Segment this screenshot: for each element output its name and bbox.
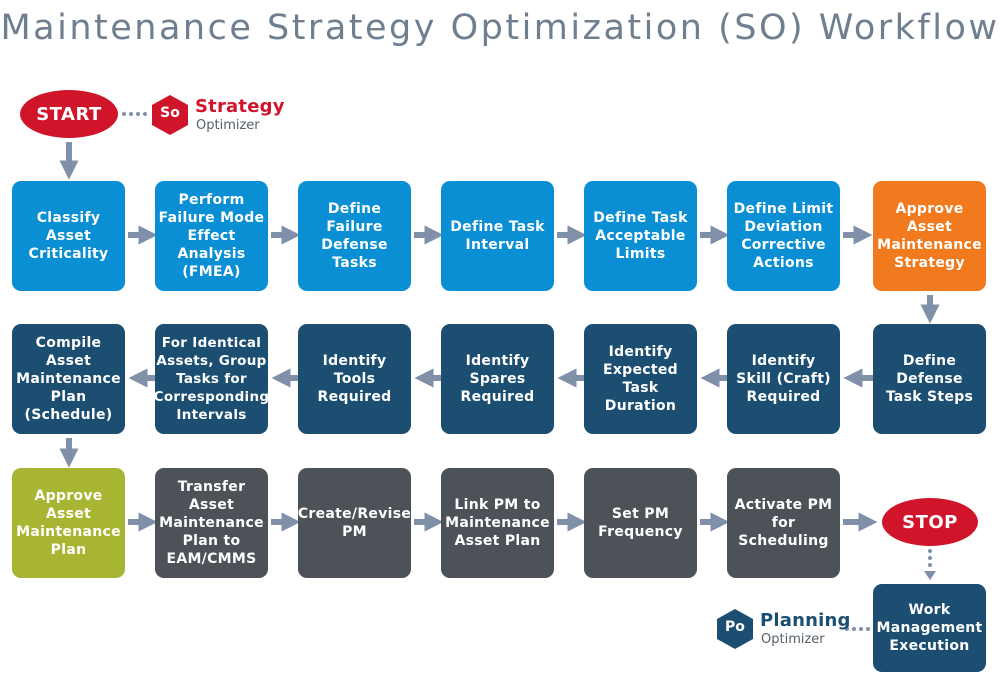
- step-compile-plan: Compile Asset Maintenance Plan (Schedule…: [12, 324, 125, 434]
- step-create-revise-pm: Create/Revise PM: [298, 468, 411, 578]
- dot-start-2: [129, 112, 133, 116]
- step-define-limit-deviation: Define Limit Deviation Corrective Action…: [727, 181, 840, 291]
- planning-optimizer-name: Planning: [760, 610, 851, 631]
- dot-po-1: [845, 627, 849, 631]
- stop-terminal: STOP: [882, 498, 978, 546]
- step-define-task-interval: Define Task Interval: [441, 181, 554, 291]
- dot-stop-3: [928, 563, 932, 567]
- dot-stop-1: [928, 549, 932, 553]
- step-transfer-plan: Transfer Asset Maintenance Plan to EAM/C…: [155, 468, 268, 578]
- step-identify-skill: Identify Skill (Craft) Required: [727, 324, 840, 434]
- dot-po-4: [866, 627, 870, 631]
- step-work-management-execution: Work Management Execution: [873, 584, 986, 672]
- step-define-defense-steps: Define Defense Task Steps: [873, 324, 986, 434]
- step-set-pm-frequency: Set PM Frequency: [584, 468, 697, 578]
- arrowhead-stop-down: [924, 571, 936, 580]
- strategy-optimizer-sub: Optimizer: [196, 118, 260, 133]
- page-title: Maintenance Strategy Optimization (SO) W…: [0, 8, 1000, 48]
- dot-po-2: [852, 627, 856, 631]
- step-identify-spares: Identify Spares Required: [441, 324, 554, 434]
- step-define-failure-defense: Define Failure Defense Tasks: [298, 181, 411, 291]
- strategy-optimizer-name: Strategy: [195, 96, 285, 117]
- dot-start-4: [143, 112, 147, 116]
- start-terminal: START: [20, 90, 118, 138]
- dot-start-1: [122, 112, 126, 116]
- step-identify-tools: Identify Tools Required: [298, 324, 411, 434]
- planning-optimizer-badge: Po: [725, 619, 745, 635]
- step-define-acceptable-limits: Define Task Acceptable Limits: [584, 181, 697, 291]
- step-identify-duration: Identify Expected Task Duration: [584, 324, 697, 434]
- planning-optimizer-hex-icon: [717, 609, 753, 649]
- step-activate-pm: Activate PM for Scheduling: [727, 468, 840, 578]
- step-perform-fmea: Perform Failure Mode Effect Analysis (FM…: [155, 181, 268, 291]
- dot-start-3: [136, 112, 140, 116]
- step-approve-strategy: Approve Asset Maintenance Strategy: [873, 181, 986, 291]
- dot-stop-2: [928, 556, 932, 560]
- step-link-pm: Link PM to Maintenance Asset Plan: [441, 468, 554, 578]
- planning-optimizer-sub: Optimizer: [761, 632, 825, 647]
- dot-po-3: [859, 627, 863, 631]
- step-group-tasks: For Identical Assets, Group Tasks for Co…: [154, 324, 269, 434]
- step-classify-asset-criticality: Classify Asset Criticality: [12, 181, 125, 291]
- step-approve-plan: Approve Asset Maintenance Plan: [12, 468, 125, 578]
- strategy-optimizer-hex-icon: [152, 95, 188, 135]
- strategy-optimizer-badge: So: [160, 105, 180, 121]
